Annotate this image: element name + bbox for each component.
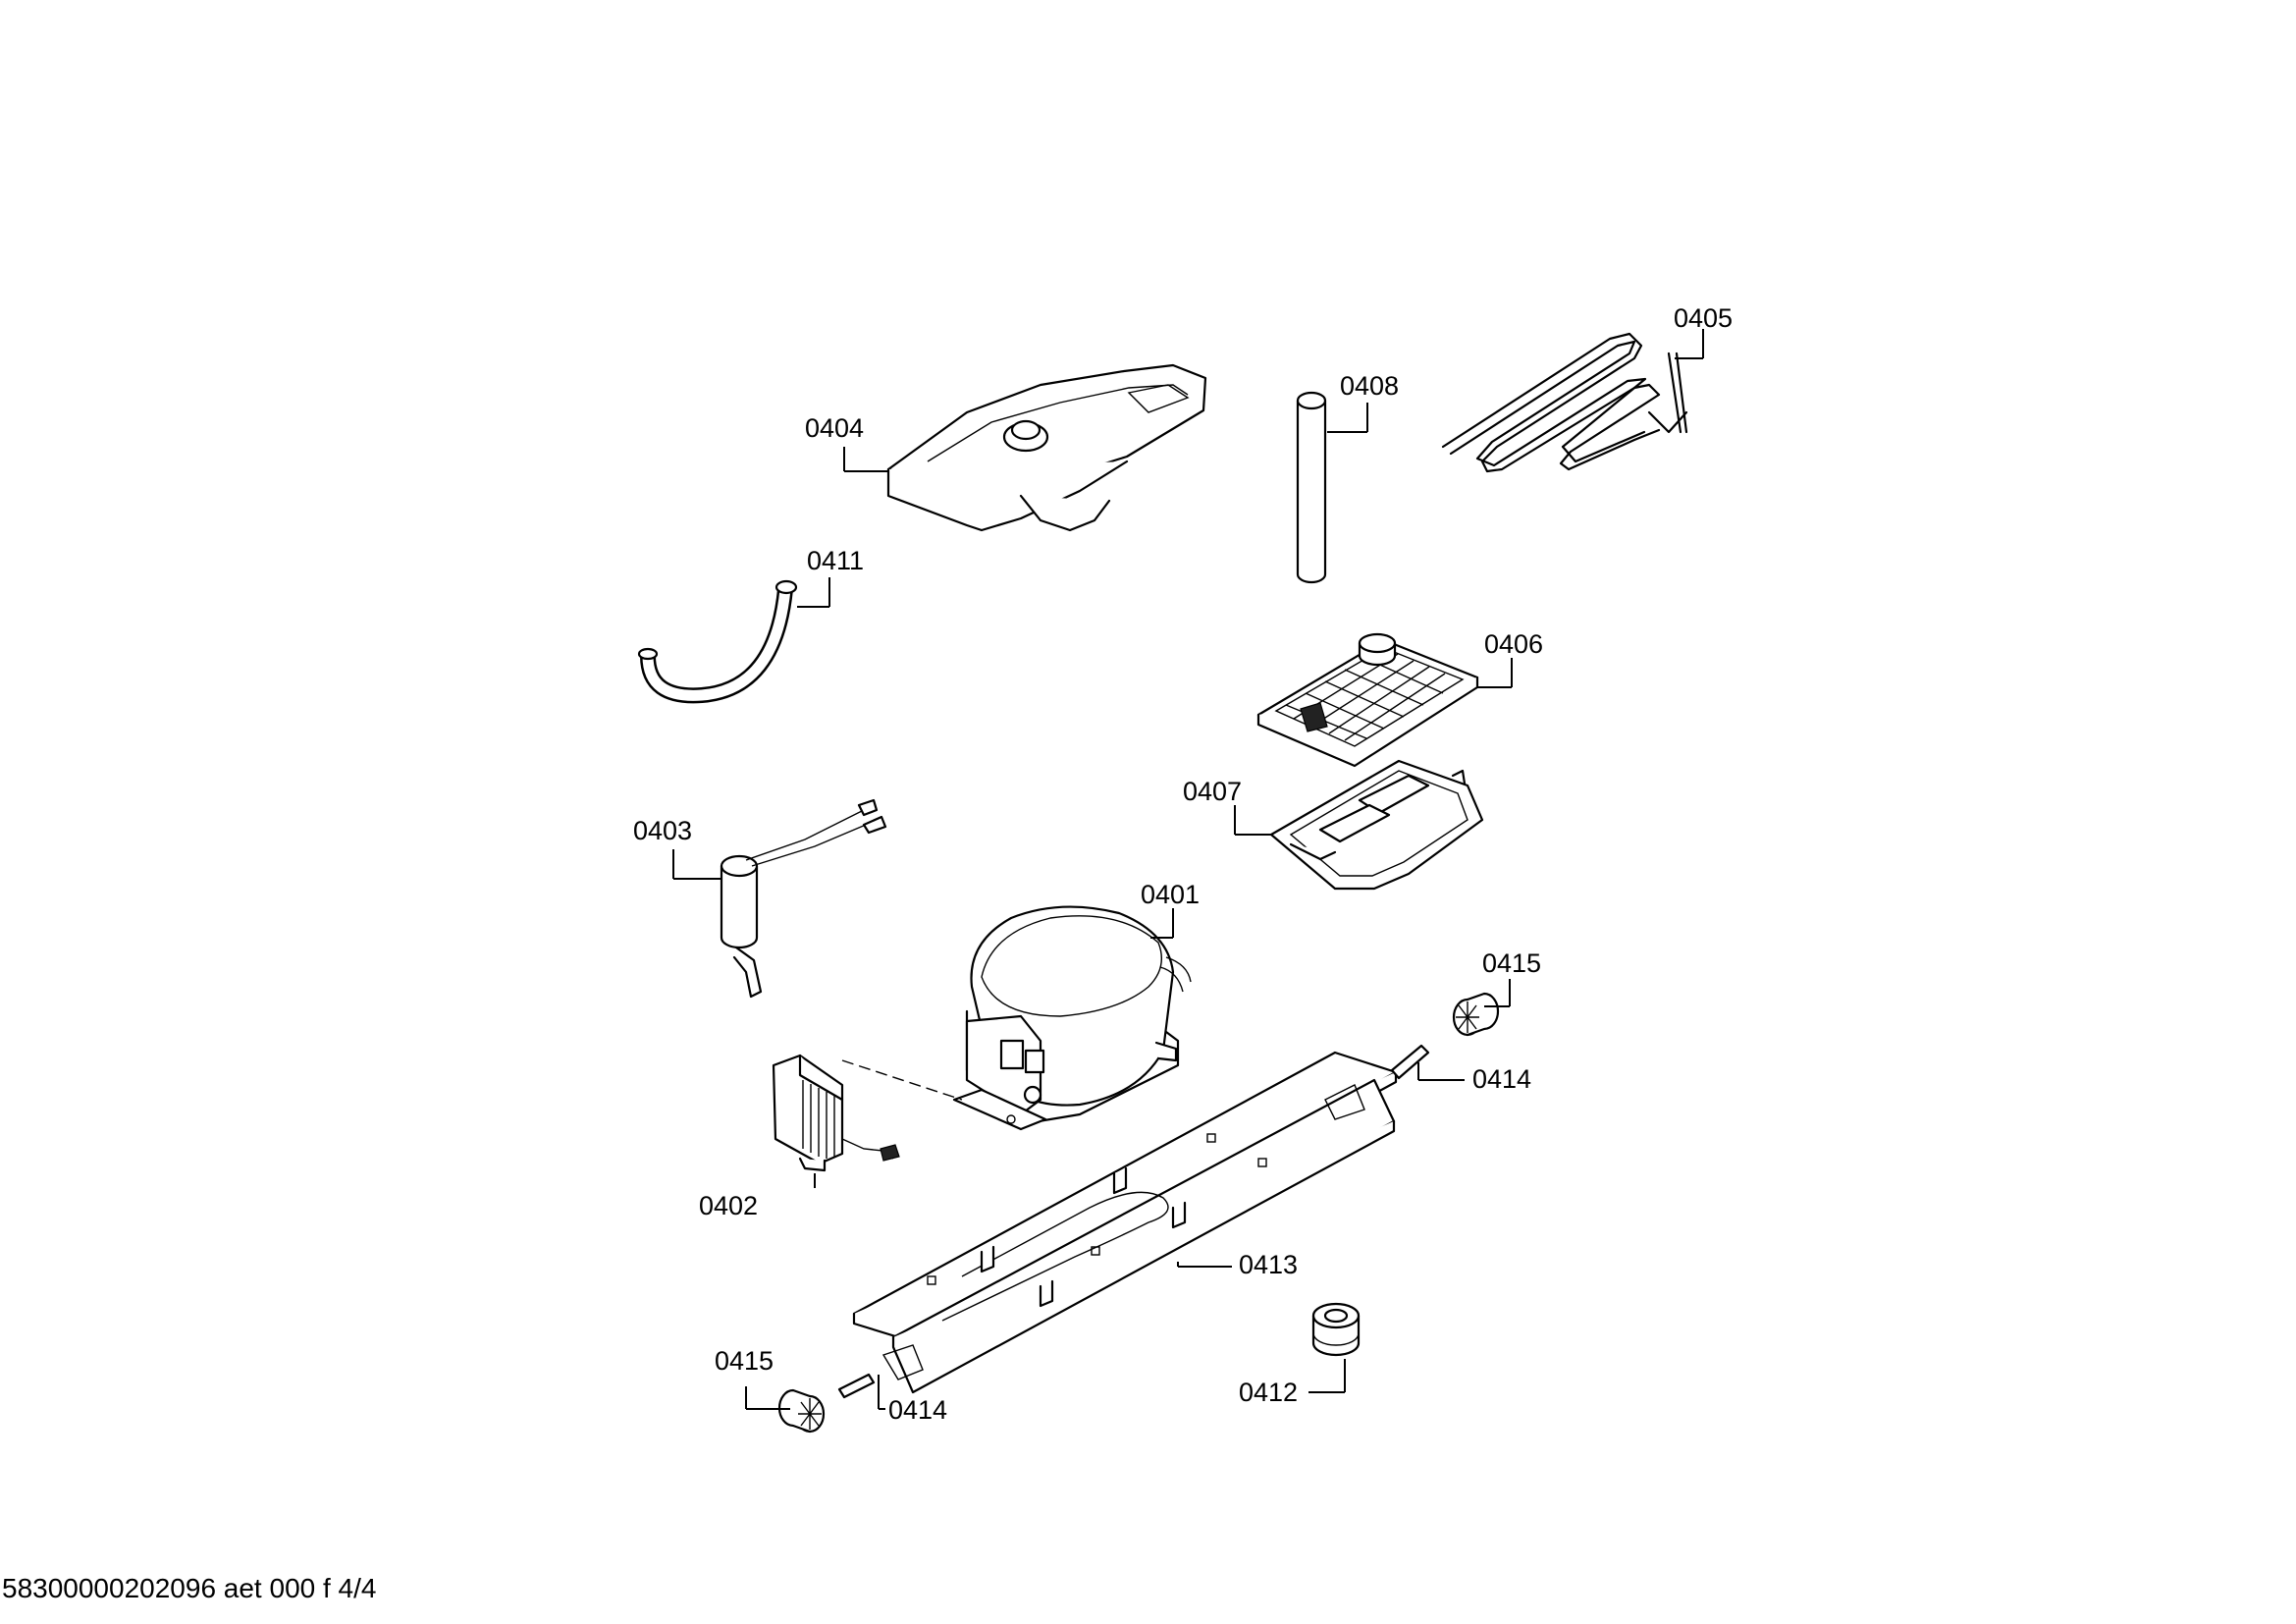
part-0414-pin-right[interactable] — [1390, 1044, 1430, 1080]
label-0402: 0402 — [699, 1191, 758, 1220]
part-0406-fan-grid[interactable] — [1256, 632, 1479, 768]
part-0414-pin-left[interactable] — [837, 1373, 876, 1399]
label-0407: 0407 — [1183, 777, 1242, 806]
part-0415-rubber-foot-left[interactable] — [777, 1388, 826, 1434]
part-0413-compressor-base-plate[interactable] — [852, 1051, 1398, 1394]
label-0404: 0404 — [805, 413, 864, 443]
label-0414-left: 0414 — [888, 1395, 947, 1425]
label-0406: 0406 — [1484, 629, 1543, 659]
part-0401-compressor[interactable] — [952, 905, 1192, 1131]
label-0413: 0413 — [1239, 1250, 1298, 1279]
label-0405: 0405 — [1674, 303, 1733, 333]
label-0415-right: 0415 — [1482, 948, 1541, 978]
label-0403: 0403 — [633, 816, 692, 845]
label-0415-left: 0415 — [715, 1346, 774, 1376]
part-0412-grommet[interactable] — [1311, 1302, 1361, 1357]
part-0403-start-capacitor[interactable] — [720, 798, 887, 999]
document-footer-code: 58300000202096 aet 000 f 4/4 — [2, 1573, 376, 1603]
label-0401: 0401 — [1141, 880, 1200, 909]
label-0411: 0411 — [807, 546, 864, 575]
label-0408: 0408 — [1340, 371, 1399, 401]
part-0408-insulation-rod[interactable] — [1296, 391, 1327, 584]
label-0414-right: 0414 — [1472, 1064, 1531, 1094]
part-0404-drip-tray[interactable] — [886, 363, 1207, 532]
part-0415-rubber-foot-right[interactable] — [1452, 992, 1500, 1037]
part-0411-drain-hose[interactable] — [637, 579, 798, 704]
part-0407-fan-cover-tray[interactable] — [1269, 759, 1484, 891]
part-0402-relay-box[interactable] — [772, 1054, 900, 1172]
part-0405-heater-element[interactable] — [1441, 332, 1688, 473]
label-0412: 0412 — [1239, 1378, 1298, 1407]
